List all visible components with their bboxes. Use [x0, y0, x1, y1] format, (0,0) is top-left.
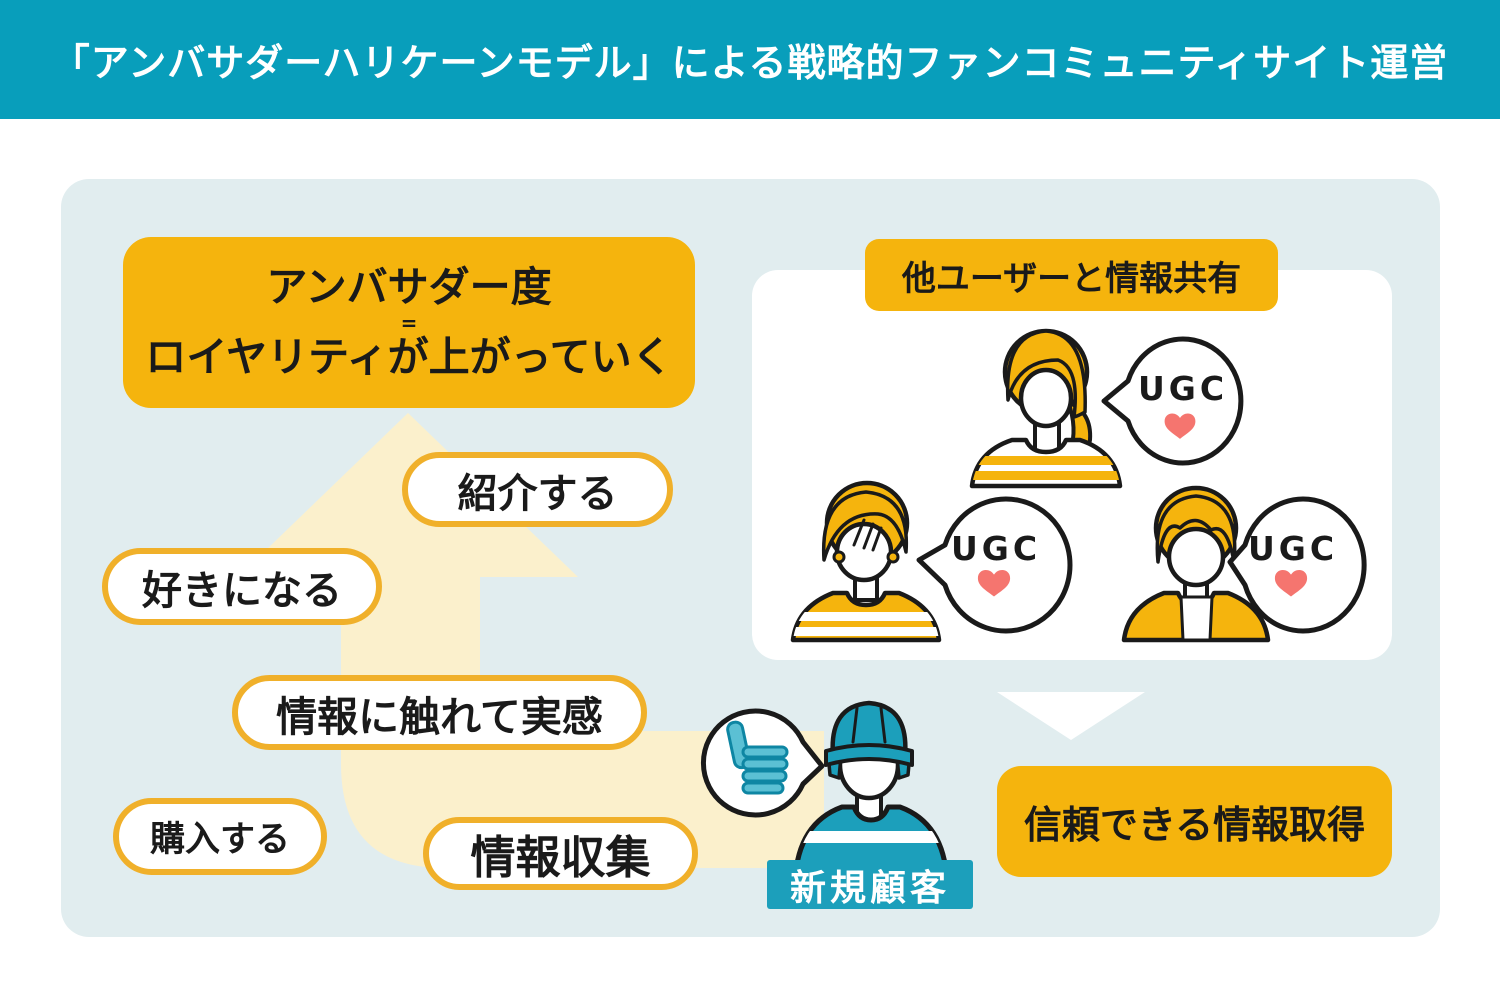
share-panel-title-text: 他ユーザーと情報共有	[901, 258, 1242, 299]
journey-step-refer: 紹介する	[402, 452, 673, 527]
new-customer-label-text: 新規顧客	[789, 867, 950, 909]
loyalty-box-line2: ロイヤリティが上がっていく	[145, 332, 673, 381]
result-box-label: 信頼できる情報取得	[1023, 803, 1366, 847]
page-title: 「アンバサダーハリケーンモデル」による戦略的ファンコミュニティサイト運営	[51, 41, 1449, 85]
header-banner: 「アンバサダーハリケーンモデル」による戦略的ファンコミュニティサイト運営	[0, 0, 1500, 119]
journey-step-experience: 情報に触れて実感	[232, 675, 647, 750]
new-customer-label: 新規顧客	[767, 860, 973, 909]
result-box: 信頼できる情報取得	[997, 766, 1392, 877]
journey-step-collect: 情報収集	[423, 817, 698, 890]
journey-step-purchase: 購入する	[113, 798, 327, 875]
loyalty-box: アンバサダー度 = ロイヤリティが上がっていく	[123, 237, 695, 408]
journey-step-label: 好きになる	[142, 567, 342, 614]
share-panel	[752, 270, 1392, 660]
loyalty-box-line1: アンバサダー度	[266, 263, 552, 312]
journey-step-label: 紹介する	[457, 470, 618, 517]
journey-step-label: 情報に触れて実感	[276, 692, 603, 741]
journey-step-label: 購入する	[149, 820, 290, 860]
journey-step-label: 情報収集	[470, 831, 651, 884]
journey-step-like: 好きになる	[102, 548, 382, 625]
loyalty-box-equals: =	[400, 310, 418, 335]
share-panel-title: 他ユーザーと情報共有	[865, 239, 1278, 311]
